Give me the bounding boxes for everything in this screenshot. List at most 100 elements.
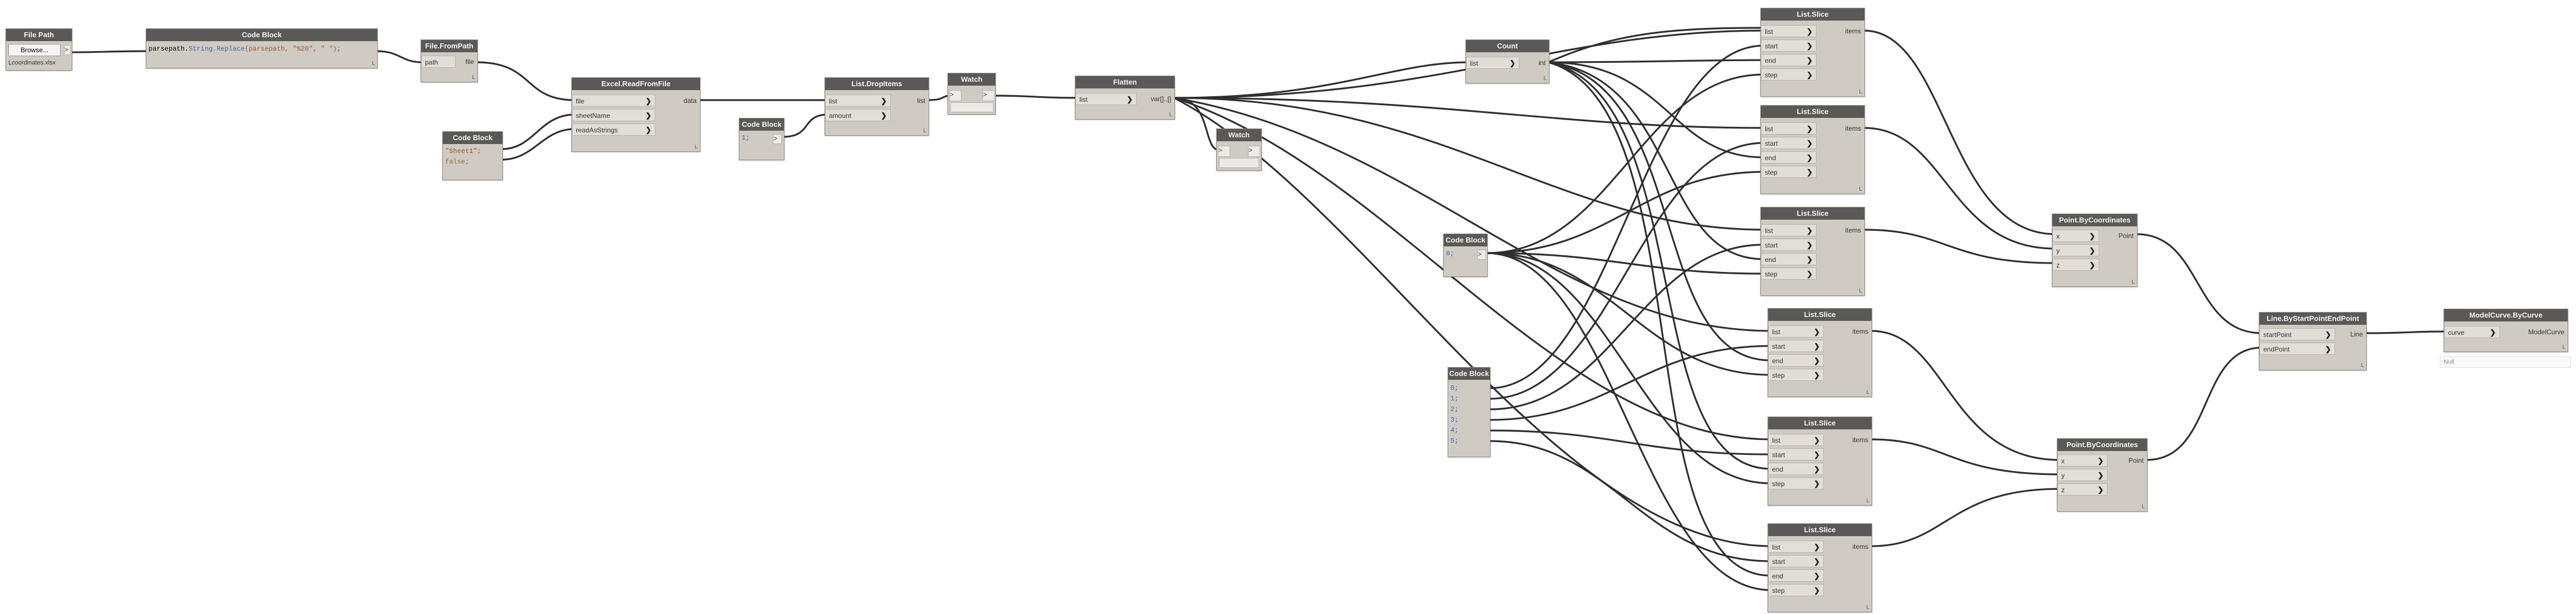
node-code-block-idx[interactable]: Code Block 0; 1; 2; 3; 4; 5; — [1448, 367, 1491, 457]
node-excel-read[interactable]: Excel.ReadFromFile file❯ sheetName❯ read… — [571, 77, 700, 152]
node-list-slice-5[interactable]: List.Slice list❯ start❯ end❯ step❯ items… — [1768, 417, 1872, 506]
node-list-slice-1[interactable]: List.Slice list❯ start❯ end❯ step❯ items… — [1760, 8, 1865, 97]
output-port-file[interactable]: file — [465, 58, 474, 66]
code-text[interactable]: parsepath.String.Replace(parsepath, "%20… — [149, 44, 341, 55]
output-port[interactable]: > — [773, 134, 782, 144]
input-port-step[interactable]: step❯ — [1768, 584, 1824, 596]
node-line-by-start-end[interactable]: Line.ByStartPointEndPoint startPoint❯ en… — [2259, 312, 2367, 370]
node-file-from-path[interactable]: File.FromPath path file L — [421, 39, 478, 82]
code-line-1[interactable]: "Sheet1"; — [445, 147, 481, 155]
input-port-x[interactable]: x❯ — [2057, 454, 2108, 467]
output-port-int[interactable]: int — [1538, 59, 1546, 67]
node-code-block-zero[interactable]: Code Block 0; > — [1443, 234, 1488, 277]
output-port-items[interactable]: items — [1852, 543, 1868, 551]
watch-output-port[interactable]: > — [1248, 146, 1260, 157]
input-port-step[interactable]: step❯ — [1768, 369, 1824, 381]
input-port-step[interactable]: step❯ — [1768, 477, 1824, 489]
watch-input-port[interactable]: > — [1218, 146, 1230, 157]
input-port-list[interactable]: list❯ — [1761, 25, 1817, 37]
node-flatten[interactable]: Flatten list❯ var[]..[] L — [1075, 76, 1175, 120]
input-port-list[interactable]: list❯ — [1466, 57, 1519, 69]
input-port-list[interactable]: list❯ — [1761, 224, 1817, 236]
output-port-list[interactable]: list — [917, 97, 925, 105]
input-port-start[interactable]: start❯ — [1761, 137, 1817, 149]
node-drop-items[interactable]: List.DropItems list❯ amount❯ list L — [825, 77, 929, 136]
input-port-step[interactable]: step❯ — [1761, 268, 1817, 280]
output-port-var[interactable]: var[]..[] — [1151, 95, 1171, 103]
output-port-modelcurve[interactable]: ModelCurve — [2528, 328, 2564, 336]
input-port-start[interactable]: start❯ — [1761, 239, 1817, 251]
input-port-endpoint[interactable]: endPoint❯ — [2259, 343, 2335, 355]
input-port-readasstrings[interactable]: readAsStrings❯ — [572, 123, 655, 136]
node-list-slice-6[interactable]: List.Slice list❯ start❯ end❯ step❯ items… — [1768, 523, 1872, 612]
input-port-y[interactable]: y❯ — [2052, 244, 2099, 256]
input-port-list[interactable]: list❯ — [1768, 541, 1824, 553]
node-code-block-one[interactable]: Code Block 1; > — [739, 118, 784, 160]
code-line-1[interactable]: 0; — [1450, 384, 1459, 392]
output-port-items[interactable]: items — [1852, 328, 1868, 335]
output-port-line[interactable]: Line — [2350, 330, 2363, 338]
input-port-end[interactable]: end❯ — [1768, 354, 1824, 367]
input-port-step[interactable]: step❯ — [1761, 166, 1817, 178]
input-port-y[interactable]: y❯ — [2057, 469, 2108, 481]
input-port-end[interactable]: end❯ — [1768, 570, 1824, 582]
node-model-curve[interactable]: ModelCurve.ByCurve curve❯ ModelCurve L — [2444, 309, 2568, 352]
code-line-6[interactable]: 5; — [1450, 437, 1459, 445]
code-line-1[interactable]: 0; — [1446, 250, 1454, 258]
input-port-end[interactable]: end❯ — [1761, 54, 1817, 66]
input-port-start[interactable]: start❯ — [1761, 39, 1817, 52]
input-port-list[interactable]: list❯ — [1768, 434, 1824, 446]
wire — [1489, 345, 1771, 421]
node-list-slice-2[interactable]: List.Slice list❯ start❯ end❯ step❯ items… — [1760, 105, 1865, 194]
code-line-3[interactable]: 2; — [1450, 405, 1459, 413]
input-port-path[interactable]: path — [421, 56, 456, 68]
node-count[interactable]: Count list❯ int L — [1465, 39, 1549, 83]
input-port-list[interactable]: list❯ — [1761, 122, 1817, 135]
node-list-slice-4[interactable]: List.Slice list❯ start❯ end❯ step❯ items… — [1768, 308, 1872, 397]
code-line-1[interactable]: 1; — [742, 134, 750, 142]
output-port-items[interactable]: items — [1852, 436, 1868, 444]
code-line-4[interactable]: 3; — [1450, 416, 1459, 424]
output-port-items[interactable]: items — [1845, 27, 1861, 35]
browse-button[interactable]: Browse... — [8, 44, 61, 56]
input-port-list[interactable]: list❯ — [825, 95, 891, 107]
watch-output-port[interactable]: > — [983, 90, 995, 101]
output-port-point[interactable]: Point — [2118, 232, 2134, 240]
output-port-data[interactable]: data — [683, 97, 697, 105]
input-port-sheetname[interactable]: sheetName❯ — [572, 109, 655, 121]
node-list-slice-3[interactable]: List.Slice list❯ start❯ end❯ step❯ items… — [1760, 207, 1865, 296]
input-port-start[interactable]: start❯ — [1768, 448, 1824, 460]
input-port-startpoint[interactable]: startPoint❯ — [2259, 328, 2335, 340]
output-port-items[interactable]: items — [1845, 226, 1861, 234]
input-port-x[interactable]: x❯ — [2052, 230, 2099, 242]
code-line-2[interactable]: false; — [445, 158, 470, 166]
input-port-end[interactable]: end❯ — [1768, 463, 1824, 475]
input-port-amount[interactable]: amount❯ — [825, 109, 891, 121]
node-watch-2[interactable]: Watch > > — [1216, 128, 1262, 171]
node-code-block-path[interactable]: Code Block parsepath.String.Replace(pars… — [146, 28, 378, 68]
node-code-block-sheet[interactable]: Code Block "Sheet1"; false; — [442, 131, 503, 180]
node-file-path[interactable]: File Path Browse... > Lcoordinates.xlsx — [6, 28, 72, 71]
input-port-step[interactable]: step❯ — [1761, 68, 1817, 81]
node-point-by-coordinates-2[interactable]: Point.ByCoordinates x❯ y❯ z❯ Point L — [2057, 438, 2148, 512]
code-line-2[interactable]: 1; — [1450, 395, 1459, 403]
input-port-list[interactable]: list❯ — [1075, 93, 1137, 105]
code-line-5[interactable]: 4; — [1450, 427, 1459, 434]
chevron-right-icon: ❯ — [1807, 56, 1813, 65]
input-port-end[interactable]: end❯ — [1761, 151, 1817, 164]
input-port-end[interactable]: end❯ — [1761, 253, 1817, 265]
input-port-start[interactable]: start❯ — [1768, 555, 1824, 567]
node-watch-1[interactable]: Watch > > — [948, 73, 996, 115]
node-point-by-coordinates-1[interactable]: Point.ByCoordinates x❯ y❯ z❯ Point L — [2052, 214, 2138, 287]
output-port-items[interactable]: items — [1845, 125, 1861, 132]
input-port-list[interactable]: list❯ — [1768, 325, 1824, 338]
output-port-point[interactable]: Point — [2128, 457, 2144, 464]
input-port-file[interactable]: file❯ — [572, 95, 655, 107]
input-port-z[interactable]: z❯ — [2057, 483, 2108, 496]
output-port[interactable]: > — [1477, 250, 1486, 260]
input-port-z[interactable]: z❯ — [2052, 259, 2099, 271]
input-port-curve[interactable]: curve❯ — [2444, 326, 2500, 338]
output-port[interactable]: > — [64, 45, 71, 55]
watch-input-port[interactable]: > — [949, 90, 961, 101]
input-port-start[interactable]: start❯ — [1768, 340, 1824, 352]
